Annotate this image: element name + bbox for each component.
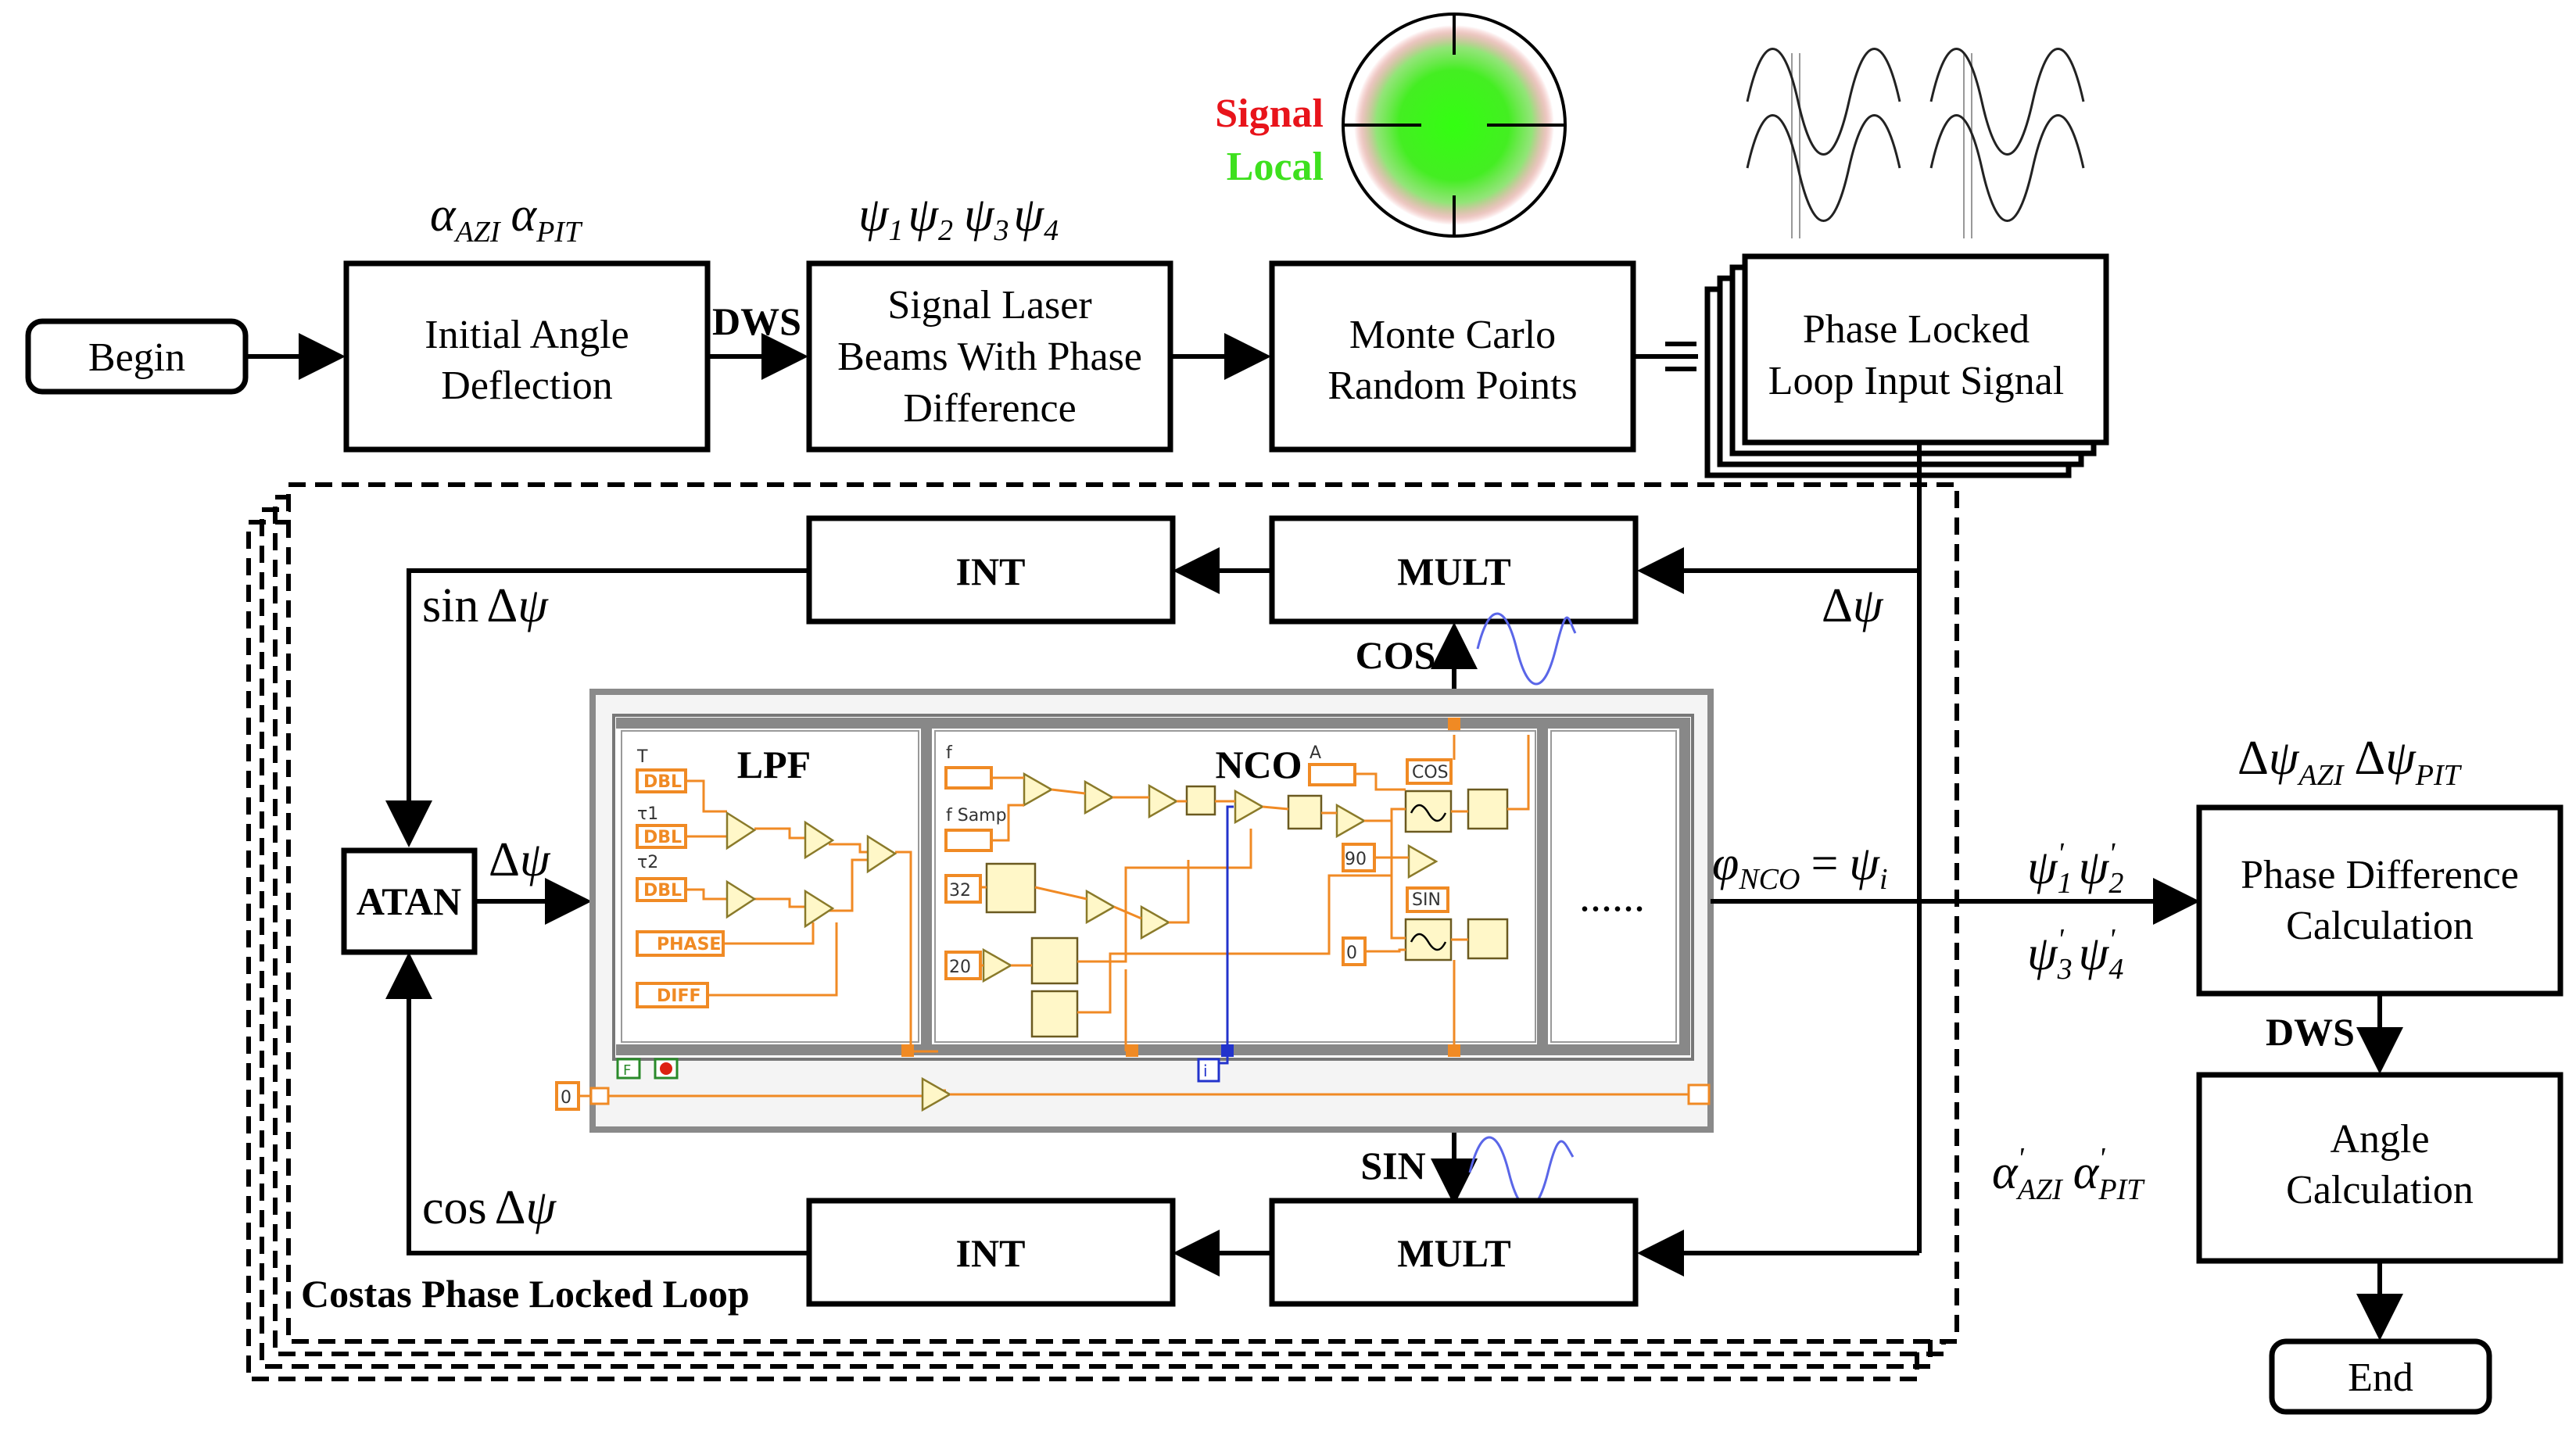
const-90: 90 bbox=[1345, 850, 1367, 869]
end-node: End bbox=[2269, 1338, 2492, 1415]
monte-carlo-scatter-plot bbox=[1342, 13, 1567, 238]
initial-angle-box: Initial Angle Deflection bbox=[343, 260, 711, 453]
dws-top-label: DWS bbox=[712, 299, 801, 343]
signal-laser-box: Signal Laser Beams With Phase Difference bbox=[806, 260, 1173, 453]
arrow-int-bottom-to-atan bbox=[385, 952, 809, 1255]
const-32: 32 bbox=[949, 881, 971, 901]
cos-function-label: COS bbox=[1412, 763, 1449, 782]
cos-label: COS bbox=[1356, 633, 1436, 677]
nco-input-f: f bbox=[946, 743, 953, 763]
signal-laser-line1: Signal Laser bbox=[887, 283, 1091, 328]
labview-block-diagram: LPF T DBL τ1 DBL τ2 DBL PHASE DIFF NCO A… bbox=[555, 689, 1714, 1133]
nco-input-fsamp: f Samp bbox=[946, 806, 1007, 825]
pll-input-line2: Loop Input Signal bbox=[1768, 359, 2064, 403]
nco-label: NCO bbox=[1215, 743, 1302, 786]
phase-diff-line2: Calculation bbox=[2286, 904, 2474, 948]
pll-input-line1: Phase Locked bbox=[1803, 307, 2030, 352]
monte-carlo-line1: Monte Carlo bbox=[1349, 313, 1556, 357]
costas-loop-label: Costas Phase Locked Loop bbox=[301, 1272, 750, 1316]
signal-laser-line2: Beams With Phase bbox=[837, 335, 1142, 379]
dws-right-label: DWS bbox=[2266, 1010, 2355, 1054]
initial-angle-line2: Deflection bbox=[441, 363, 612, 408]
input-waveform-plot bbox=[1746, 48, 2085, 238]
lpf-dbl-2: DBL bbox=[643, 828, 682, 847]
atan-box: ATAN bbox=[341, 847, 478, 955]
monte-carlo-line2: Random Points bbox=[1327, 363, 1577, 408]
int-bottom-label: INT bbox=[956, 1231, 1026, 1275]
stop-icon bbox=[660, 1062, 672, 1075]
int-top-box: INT bbox=[806, 515, 1176, 625]
initial-angle-line1: Initial Angle bbox=[425, 313, 629, 357]
phi-nco-label: φNCO=ψi bbox=[1712, 837, 1888, 896]
end-label: End bbox=[2348, 1355, 2413, 1400]
int-bottom-box: INT bbox=[806, 1198, 1176, 1307]
cos-wave-icon bbox=[1476, 612, 1577, 686]
const-20: 20 bbox=[949, 958, 971, 977]
lpf-input-t: T bbox=[636, 747, 648, 767]
angle-calc-line1: Angle bbox=[2330, 1117, 2429, 1162]
lpf-dbl-3: DBL bbox=[643, 881, 682, 901]
mult-top-box: MULT bbox=[1269, 515, 1639, 625]
sin-function-label: SIN bbox=[1412, 890, 1441, 910]
ellipsis-label: ...... bbox=[1579, 872, 1645, 921]
nco-a-label: A bbox=[1309, 743, 1321, 763]
mult-bottom-box: MULT bbox=[1269, 1198, 1639, 1307]
const-0-shift: 0 bbox=[561, 1088, 571, 1108]
atan-label: ATAN bbox=[356, 879, 461, 923]
delta-psi-atan-label: Δψ bbox=[489, 833, 551, 886]
lpf-input-tau2: τ2 bbox=[637, 853, 658, 872]
begin-node: Begin bbox=[25, 318, 249, 395]
iteration-terminal: i bbox=[1203, 1062, 1208, 1080]
angle-calc-line2: Calculation bbox=[2286, 1168, 2474, 1212]
lpf-input-tau1: τ1 bbox=[637, 804, 658, 824]
local-legend-label: Local bbox=[1227, 145, 1324, 189]
phase-diff-line1: Phase Difference bbox=[2241, 853, 2519, 897]
delta-psi-feed-label: Δψ bbox=[1822, 579, 1884, 632]
stop-constant: F bbox=[623, 1062, 631, 1079]
mult-bottom-label: MULT bbox=[1397, 1231, 1510, 1275]
signal-laser-line3: Difference bbox=[903, 386, 1076, 431]
diff-terminal: DIFF bbox=[657, 987, 701, 1006]
signal-legend-label: Signal bbox=[1215, 91, 1324, 136]
sin-label: SIN bbox=[1360, 1144, 1425, 1187]
int-top-label: INT bbox=[956, 550, 1026, 593]
phase-terminal: PHASE bbox=[657, 935, 721, 954]
angle-calculation-box: Angle Calculation bbox=[2196, 1072, 2563, 1264]
const-0-nco: 0 bbox=[1346, 944, 1357, 963]
phase-difference-box: Phase Difference Calculation bbox=[2196, 804, 2563, 997]
monte-carlo-box: Monte Carlo Random Points bbox=[1269, 260, 1636, 453]
begin-label: Begin bbox=[88, 335, 185, 380]
mult-top-label: MULT bbox=[1397, 550, 1510, 593]
lpf-dbl-1: DBL bbox=[643, 772, 682, 792]
arrow-int-top-to-atan bbox=[385, 568, 809, 847]
lpf-label: LPF bbox=[737, 743, 811, 786]
pll-input-stack: Phase Locked Loop Input Signal bbox=[1704, 253, 2109, 478]
